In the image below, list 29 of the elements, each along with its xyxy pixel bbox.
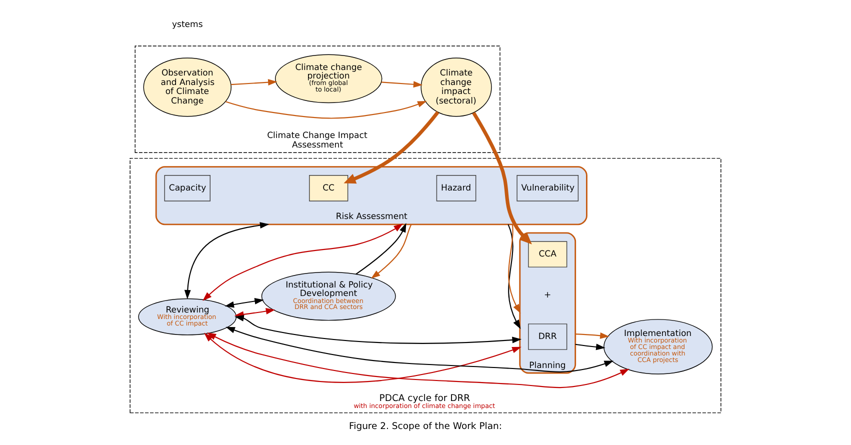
arrow [575, 343, 606, 350]
arrow [508, 224, 521, 314]
label: ystems [172, 19, 203, 30]
node-ellipse: Observation and Analysis of Climate Change [143, 57, 232, 116]
arrow [356, 222, 406, 274]
node-box: CCA [528, 240, 568, 267]
arrow [230, 78, 278, 86]
arrow [344, 110, 440, 184]
arrow [381, 80, 423, 88]
node-box: CC [309, 174, 348, 201]
arrow [508, 224, 521, 329]
arrow [472, 111, 532, 244]
arrow [225, 100, 427, 118]
node-ellipse: Climate change impact (sectoral) [420, 57, 492, 116]
arrow [370, 224, 412, 278]
arrow [202, 223, 403, 300]
node-box: Hazard [436, 174, 476, 201]
arrow [224, 297, 264, 308]
label: + [544, 290, 552, 300]
arrow [575, 332, 610, 338]
node-box: DRR [528, 323, 568, 350]
node-box: Capacity [164, 174, 210, 201]
arrow [204, 332, 522, 382]
arrow [226, 326, 614, 372]
node-box: Vulnerability [516, 174, 579, 201]
caption: Figure 2. Scope of the Work Plan: [349, 420, 502, 432]
arrow [234, 314, 522, 344]
arrow [206, 332, 630, 388]
arrow [184, 222, 270, 299]
